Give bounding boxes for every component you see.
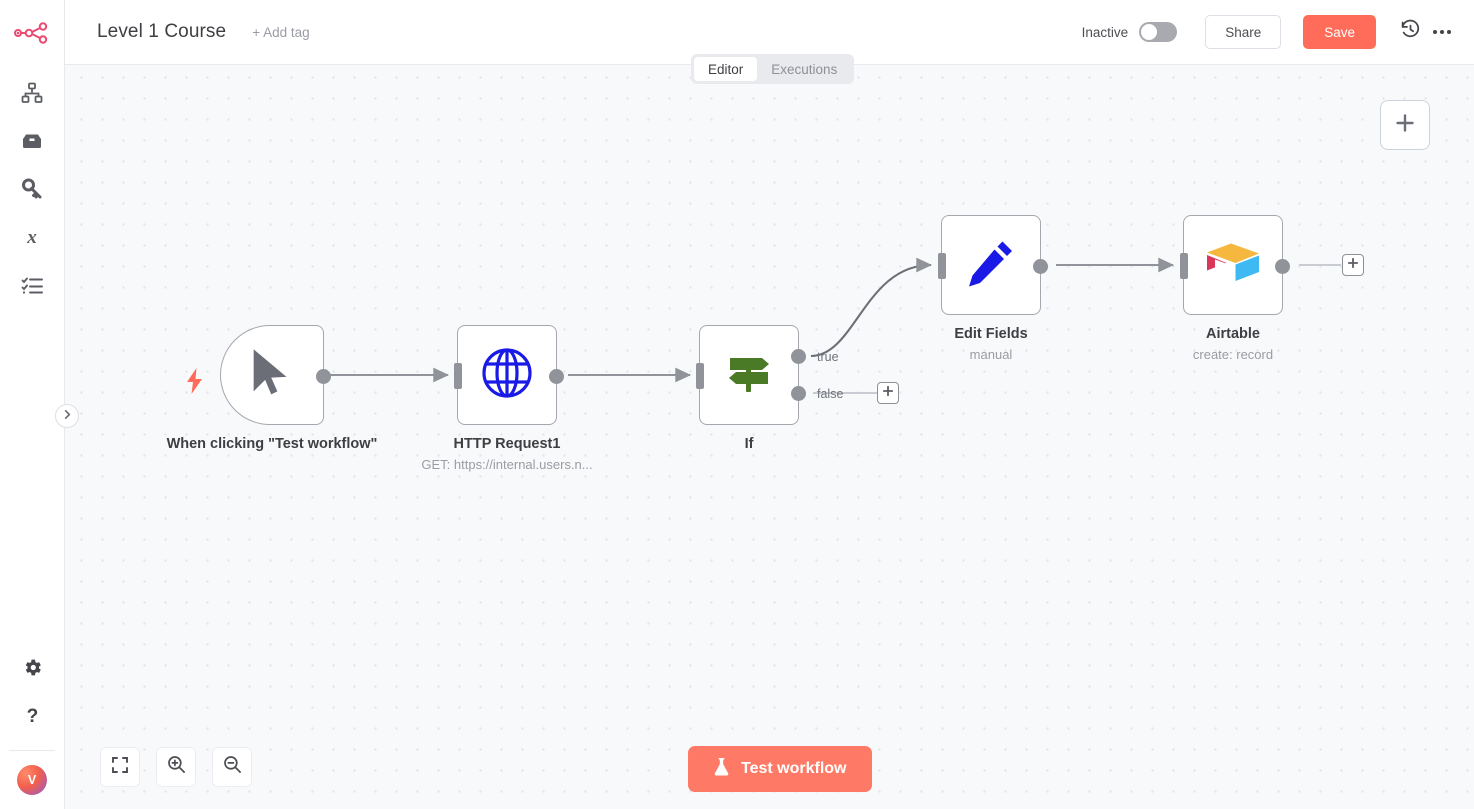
branch-label-false: false bbox=[817, 387, 844, 401]
lightning-bolt-icon bbox=[185, 368, 204, 398]
activation-status-label: Inactive bbox=[1081, 24, 1129, 40]
flask-icon bbox=[713, 757, 730, 781]
zoom-in-button[interactable] bbox=[156, 747, 196, 787]
gear-icon bbox=[22, 657, 43, 683]
activation-control: Inactive bbox=[1082, 22, 1178, 42]
output-port[interactable] bbox=[1274, 258, 1290, 274]
node-if[interactable]: true false If bbox=[696, 325, 899, 452]
node-body[interactable] bbox=[454, 325, 564, 425]
plus-icon bbox=[1347, 256, 1359, 274]
output-port[interactable] bbox=[548, 368, 564, 384]
view-tabs: Editor Executions bbox=[691, 54, 855, 84]
zoom-controls bbox=[100, 747, 252, 787]
variable-x-icon: x bbox=[21, 226, 43, 253]
node-title: If bbox=[744, 436, 754, 452]
share-button[interactable]: Share bbox=[1205, 15, 1282, 49]
node-title: Airtable bbox=[1206, 326, 1260, 342]
header-actions: Inactive Share Save bbox=[1082, 15, 1458, 49]
node-title: HTTP Request1 bbox=[453, 436, 561, 452]
sidebar-item-templates[interactable] bbox=[0, 119, 64, 167]
zoom-to-fit-button[interactable] bbox=[100, 747, 140, 787]
pencil-icon bbox=[965, 237, 1017, 294]
avatar[interactable]: V bbox=[17, 765, 47, 795]
plus-icon bbox=[1394, 112, 1416, 139]
node-subtitle: create: record bbox=[1192, 347, 1274, 362]
input-port[interactable] bbox=[454, 363, 462, 389]
node-body[interactable] bbox=[187, 325, 331, 425]
input-port[interactable] bbox=[696, 363, 704, 389]
node-http-request1[interactable]: HTTP Request1 GET: https://internal.user… bbox=[421, 325, 593, 472]
n8n-logo[interactable] bbox=[0, 0, 65, 65]
node-when-clicking-test-workflow[interactable]: When clicking "Test workflow" bbox=[167, 325, 377, 452]
node-title: Edit Fields bbox=[954, 326, 1028, 342]
input-port[interactable] bbox=[938, 253, 946, 279]
left-sidebar: x bbox=[0, 0, 65, 809]
input-port[interactable] bbox=[1180, 253, 1188, 279]
activation-toggle[interactable] bbox=[1139, 22, 1178, 42]
output-port[interactable] bbox=[315, 368, 331, 384]
svg-text:?: ? bbox=[26, 706, 38, 726]
zoom-out-button[interactable] bbox=[212, 747, 252, 787]
zoom-out-icon bbox=[223, 755, 242, 779]
zoom-in-icon bbox=[167, 755, 186, 779]
add-node-after-airtable-button[interactable] bbox=[1342, 254, 1364, 276]
sidebar-item-settings[interactable] bbox=[0, 646, 64, 694]
node-edit-fields[interactable]: Edit Fields manual bbox=[938, 215, 1048, 362]
output-port-false[interactable] bbox=[790, 386, 806, 401]
node-airtable[interactable]: Airtable create: record bbox=[1180, 215, 1364, 362]
sidebar-item-help[interactable]: ? bbox=[0, 694, 64, 742]
node-body[interactable] bbox=[696, 325, 806, 425]
key-icon bbox=[21, 178, 43, 205]
fit-screen-icon bbox=[111, 756, 129, 779]
add-node-after-false-button[interactable] bbox=[877, 382, 899, 404]
branch-label-true: true bbox=[817, 350, 839, 364]
workflow-canvas[interactable]: When clicking "Test workflow" HTTP Reque… bbox=[65, 65, 1474, 809]
save-button[interactable]: Save bbox=[1303, 15, 1376, 49]
chevron-right-icon bbox=[62, 407, 73, 425]
tab-executions[interactable]: Executions bbox=[771, 61, 838, 77]
sitemap-icon bbox=[21, 82, 43, 109]
output-port-true[interactable] bbox=[790, 349, 806, 364]
workflow-title[interactable]: Level 1 Course bbox=[97, 21, 227, 42]
node-title: When clicking "Test workflow" bbox=[166, 436, 378, 452]
sidebar-item-workflows[interactable] bbox=[0, 71, 64, 119]
mouse-pointer-icon bbox=[249, 347, 295, 404]
svg-text:x: x bbox=[26, 227, 37, 248]
package-icon bbox=[21, 130, 43, 157]
history-icon bbox=[1400, 19, 1421, 45]
connection-if-true-editfields bbox=[810, 257, 933, 358]
workflow-history-button[interactable] bbox=[1394, 16, 1426, 48]
sidebar-expand-button[interactable] bbox=[55, 404, 79, 428]
ellipsis-icon bbox=[1433, 30, 1451, 34]
sidebar-item-credentials[interactable] bbox=[0, 167, 64, 215]
tab-editor[interactable]: Editor bbox=[694, 57, 758, 81]
sidebar-item-variables[interactable]: x bbox=[0, 215, 64, 263]
plus-icon bbox=[882, 384, 894, 402]
node-body[interactable] bbox=[938, 215, 1048, 315]
question-mark-icon: ? bbox=[22, 705, 43, 731]
globe-icon bbox=[480, 346, 534, 405]
signpost-icon bbox=[720, 344, 778, 407]
node-subtitle: GET: https://internal.users.n... bbox=[421, 457, 593, 472]
output-port[interactable] bbox=[1032, 258, 1048, 274]
test-workflow-button[interactable]: Test workflow bbox=[688, 746, 872, 792]
add-tag-button[interactable]: + Add tag bbox=[252, 24, 310, 40]
node-body[interactable] bbox=[1180, 215, 1290, 315]
more-options-button[interactable] bbox=[1426, 16, 1458, 48]
add-node-button[interactable] bbox=[1380, 100, 1430, 150]
connections-layer bbox=[326, 257, 1341, 394]
test-workflow-label: Test workflow bbox=[741, 760, 847, 777]
node-subtitle: manual bbox=[969, 347, 1013, 362]
list-check-icon bbox=[21, 274, 43, 301]
sidebar-item-executions[interactable] bbox=[0, 263, 64, 311]
sidebar-divider bbox=[9, 750, 55, 751]
toggle-knob bbox=[1141, 24, 1158, 40]
airtable-logo-icon bbox=[1204, 238, 1262, 293]
